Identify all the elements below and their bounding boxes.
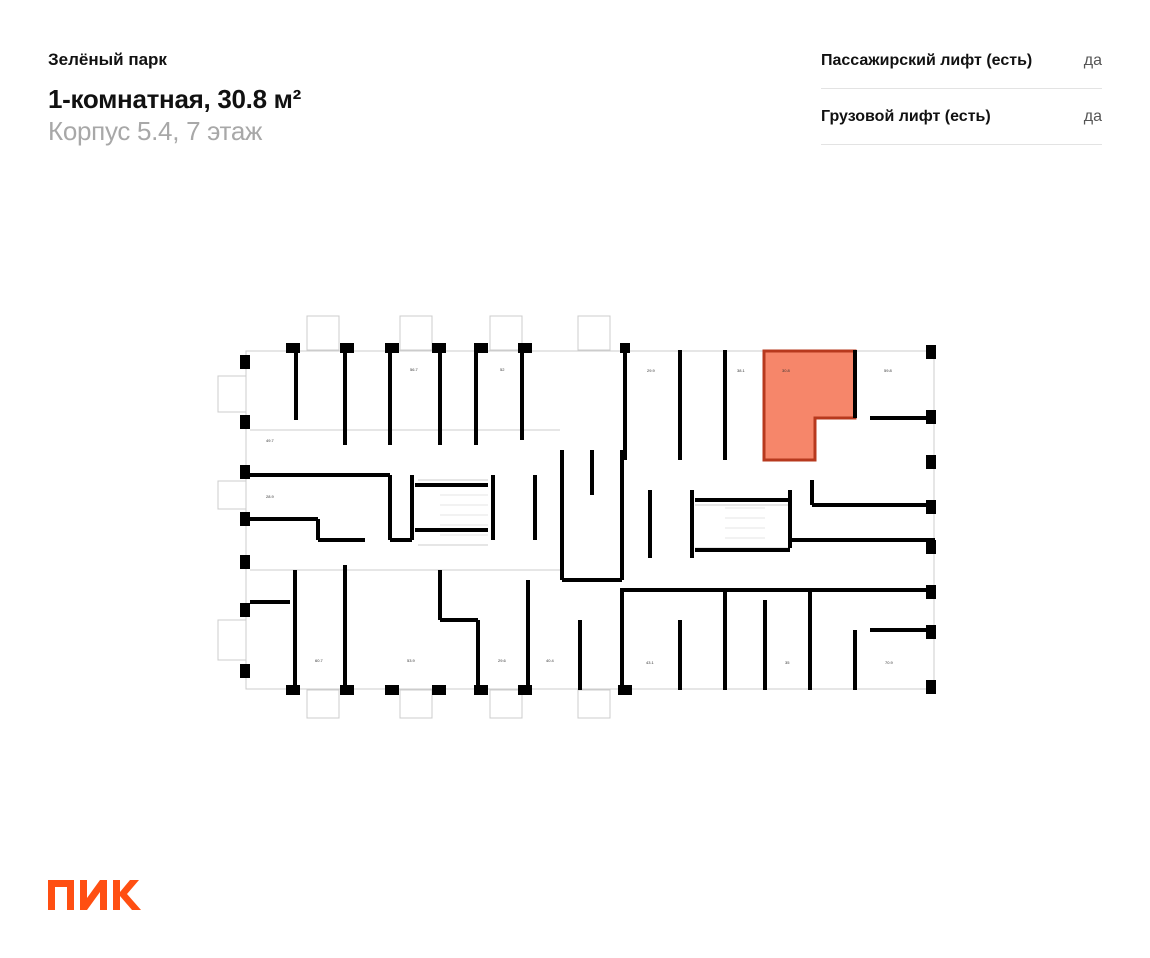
apartment-area-label: 40.4 <box>546 658 555 663</box>
apartment-area-label: 59.8 <box>884 368 893 373</box>
property-label: Грузовой лифт (есть) <box>821 107 991 125</box>
apartment-area-label: 60.7 <box>315 658 324 663</box>
pik-logo <box>48 880 141 910</box>
apartment-location: Корпус 5.4, 7 этаж <box>48 116 263 146</box>
apartment-area-label: 28.9 <box>266 494 275 499</box>
apartment-area-label: 52 <box>500 367 505 372</box>
apartment-area-label: 70.9 <box>885 660 894 665</box>
apartment-area-label: 53.9 <box>407 658 416 663</box>
property-value: да <box>1083 107 1102 125</box>
property-value: да <box>1083 51 1102 69</box>
apartment-area-label: 30.8 <box>782 368 791 373</box>
apartment-area-label: 35 <box>785 660 790 665</box>
selected-apartment-highlight[interactable] <box>762 349 857 462</box>
apartment-area-label: 38.1 <box>737 368 746 373</box>
apartment-area-label: 29.9 <box>647 368 656 373</box>
property-freight-lift: Грузовой лифт (есть) да <box>821 89 1102 145</box>
property-label: Пассажирский лифт (есть) <box>821 51 1033 69</box>
apartment-title: 1-комнатная, 30.8 м² <box>48 84 301 114</box>
apartment-area-label: 56.7 <box>410 367 419 372</box>
property-passenger-lift: Пассажирский лифт (есть) да <box>821 33 1102 89</box>
apartment-area-label: 43.1 <box>646 660 655 665</box>
apartment-area-label: 29.6 <box>498 658 507 663</box>
project-name: Зелёный парк <box>48 50 167 69</box>
properties-list: Пассажирский лифт (есть) да Грузовой лиф… <box>821 33 1102 145</box>
apartment-area-label: 49.7 <box>266 438 275 443</box>
